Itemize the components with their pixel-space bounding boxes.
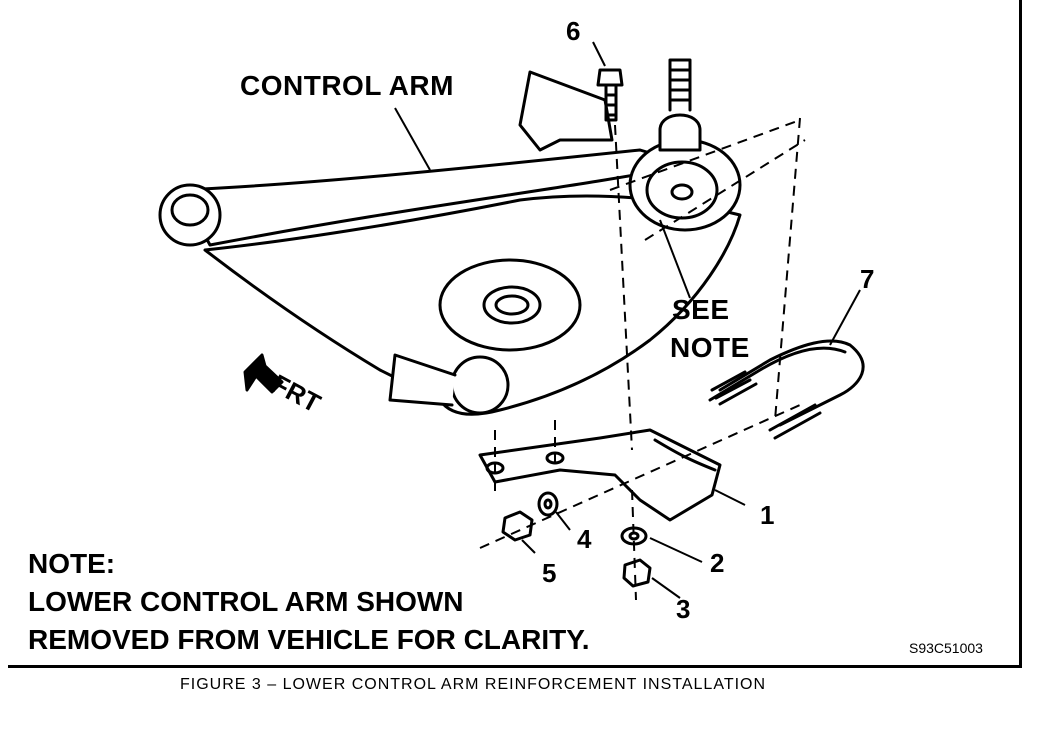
callout-2: 2 (710, 548, 725, 578)
shock-tower (518, 70, 614, 152)
u-bolt (718, 339, 865, 427)
control-arm-label: CONTROL ARM (240, 70, 454, 101)
callout-5: 5 (542, 558, 557, 588)
note-line-1: LOWER CONTROL ARM SHOWN (28, 586, 464, 617)
nut-3 (622, 558, 652, 588)
see-note-label-line1: SEE (672, 294, 730, 325)
callout-7: 7 (860, 264, 875, 294)
see-note-label-line2: NOTE (670, 332, 750, 363)
bolt-6 (596, 68, 624, 87)
callout-4: 4 (577, 524, 592, 554)
callout-3: 3 (676, 594, 691, 624)
front-bushing-inner (170, 193, 210, 227)
note-block: NOTE: LOWER CONTROL ARM SHOWN REMOVED FR… (28, 545, 590, 659)
front-arrow (243, 353, 284, 394)
rear-bushing (450, 355, 510, 415)
washer-4 (537, 491, 559, 517)
ball-joint-stud (658, 113, 702, 152)
note-line-2: REMOVED FROM VEHICLE FOR CLARITY. (28, 624, 590, 655)
reinforcement-bracket (478, 428, 722, 522)
note-heading: NOTE: (28, 548, 116, 579)
nut-5 (501, 510, 534, 542)
arm-boss (438, 258, 582, 352)
figure-frame (8, 0, 1022, 668)
figure-caption: FIGURE 3 – LOWER CONTROL ARM REINFORCEME… (180, 676, 767, 693)
callout-1: 1 (760, 500, 775, 530)
figure-code: S93C51003 (909, 640, 983, 656)
control-arm-body (203, 194, 742, 416)
callout-6: 6 (566, 16, 581, 46)
